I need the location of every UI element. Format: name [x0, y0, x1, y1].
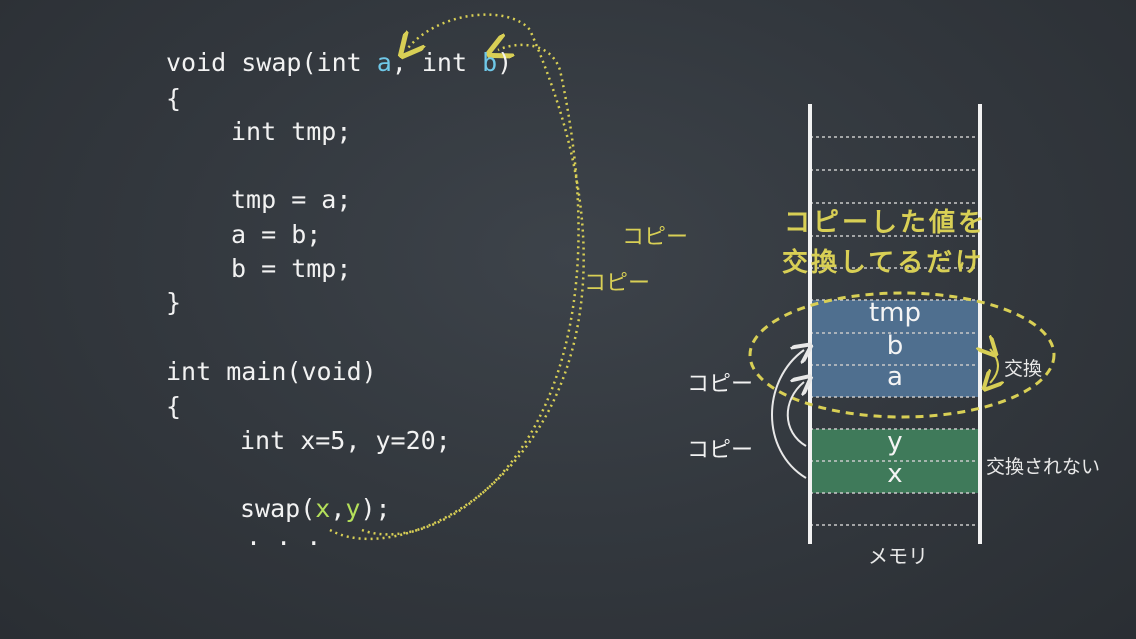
swap-call-comma: ,	[330, 494, 346, 523]
swap-signature-part3: )	[497, 48, 513, 77]
cell-tmp-bg	[812, 300, 978, 333]
copy-label-upper: コピー	[622, 225, 689, 250]
memory-label: メモリ	[868, 544, 928, 568]
swap-label: 交換	[1004, 358, 1043, 380]
swap-param-b: b	[482, 48, 498, 77]
swap-call-part2: );	[360, 494, 391, 523]
statement-a-assign: a = b;	[231, 220, 322, 249]
note-line-1: コピーした値を	[784, 208, 988, 238]
tmp-declaration: int tmp;	[231, 117, 352, 146]
cell-a-bg	[812, 365, 978, 397]
swap-frame-ellipse	[748, 291, 1056, 419]
copy-label-lower: コピー	[584, 271, 651, 296]
cell-y-label: y	[887, 427, 903, 457]
copy-label-memory-lower: コピー	[687, 438, 754, 463]
cell-y-bg	[812, 429, 978, 461]
swap-arg-x: x	[315, 494, 331, 523]
swap-signature-part2: , int	[391, 48, 483, 77]
code-ellipsis: . . .	[246, 522, 322, 551]
xy-declaration: int x=5, y=20;	[240, 426, 451, 455]
swap-signature-part1: void swap(int	[166, 48, 377, 77]
cell-x-bg	[812, 461, 978, 493]
cell-tmp-label: tmp	[868, 298, 922, 328]
exchange-arrow	[990, 349, 998, 383]
copy-label-memory-upper: コピー	[687, 372, 754, 397]
not-swapped-label: 交換されない	[986, 456, 1101, 478]
cell-b-bg	[812, 333, 978, 365]
swap-param-a: a	[376, 48, 392, 77]
copy-arrow-y-cell	[786, 382, 806, 447]
swap-close-brace: }	[166, 288, 182, 317]
copy-arrow-x-to-a	[329, 13, 585, 541]
swap-call: swap(x,y);	[240, 492, 391, 526]
cell-b-label: b	[886, 331, 904, 361]
swap-arg-y: y	[345, 494, 361, 523]
memory-dividers	[810, 136, 980, 526]
statement-tmp-assign: tmp = a;	[231, 185, 352, 214]
copy-arrow-x-cell	[771, 350, 806, 479]
swap-call-part1: swap(	[240, 494, 316, 523]
main-signature: int main(void)	[166, 357, 377, 386]
cell-x-label: x	[887, 459, 903, 489]
main-open-brace: {	[166, 392, 182, 421]
statement-b-assign: b = tmp;	[231, 254, 352, 283]
swap-open-brace: {	[166, 84, 182, 113]
copy-arrow-y-to-b	[361, 45, 580, 536]
note-line-2: 交換してるだけ	[782, 248, 985, 278]
cell-a-label: a	[887, 362, 903, 392]
swap-signature: void swap(int a, int b)	[166, 46, 512, 80]
